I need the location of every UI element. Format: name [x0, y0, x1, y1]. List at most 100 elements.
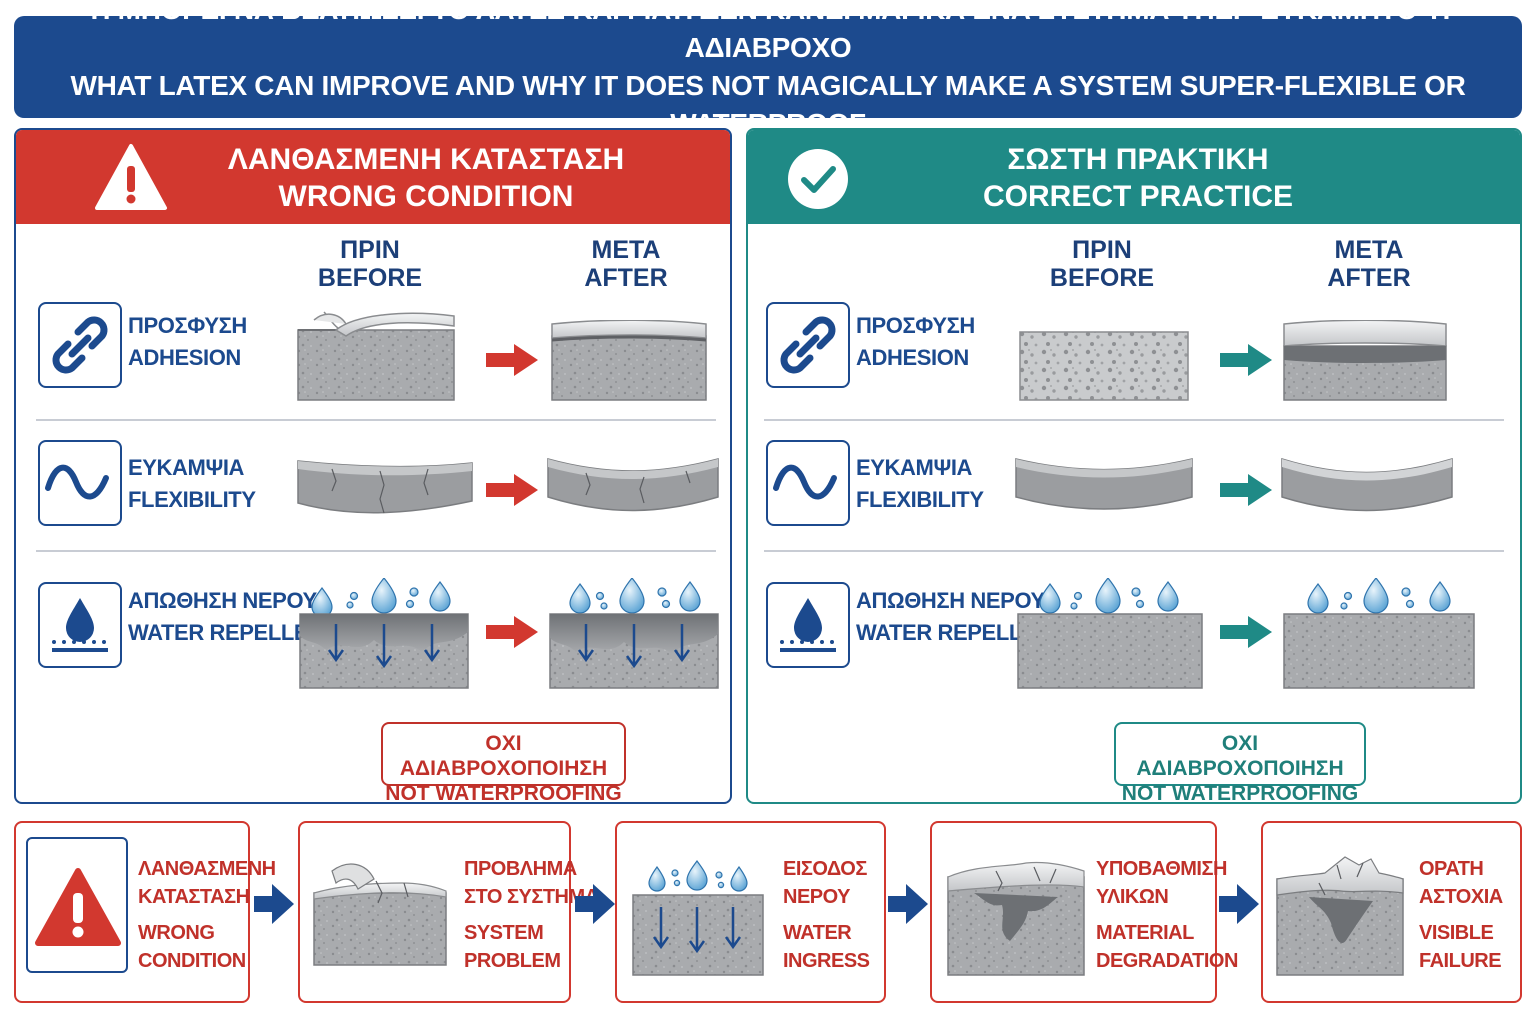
water-drop-icon	[780, 598, 836, 652]
water-repellency-icon-box	[38, 582, 122, 668]
flow-step-visible-failure: ΟΡΑΤΗ ΑΣΤΟΧΙΑ VISIBLE FAILURE	[1261, 821, 1522, 1003]
warning-triangle-icon	[95, 144, 167, 210]
flow-english-line: FAILURE	[1419, 950, 1502, 972]
flexibility-icon-box	[766, 440, 850, 526]
correct-panel-header: ΣΩΣΤΗ ΠΡΑΚΤΙΚΗ CORRECT PRACTICE	[748, 130, 1520, 224]
flow-step-water-ingress: ΕΙΣΟΔΟΣ ΝΕΡΟΥ WATER INGRESS	[615, 821, 886, 1003]
adhesion-label: ΠΡΟΣΦΥΣΗ ADHESION	[128, 310, 247, 374]
row-divider	[36, 550, 716, 552]
flow-step-wrong-condition: ΛΑΝΘΑΣΜΕΝΗ ΚΑΤΑΣΤΑΣΗ WRONG CONDITION	[14, 821, 276, 1003]
chain-link-icon	[52, 316, 108, 374]
water-repellency-icon-box	[766, 582, 850, 668]
adhesion-english: ADHESION	[856, 345, 969, 370]
flow-label-english: SYSTEM PROBLEM	[464, 919, 561, 975]
flow-greek-line: ΠΡΟΒΛΗΜΑ	[464, 858, 577, 880]
wrong-title-english: WRONG CONDITION	[278, 180, 574, 213]
wrong-title-greek: ΛΑΝΘΑΣΜΕΝΗ ΚΑΤΑΣΤΑΣΗ	[227, 143, 625, 176]
header-title-english: WHAT LATEX CAN IMPROVE AND WHY IT DOES N…	[70, 70, 1466, 139]
correct-flex-after	[1281, 457, 1453, 512]
flow-arrow-1	[254, 884, 294, 924]
not-waterproofing-badge: ΟΧΙ ΑΔΙΑΒΡΟΧΟΠΟΙΗΣΗ NOT WATERPROOFING	[1114, 722, 1366, 802]
flow-label-english: VISIBLE FAILURE	[1419, 919, 1502, 975]
wave-icon	[773, 464, 837, 500]
flow-label-greek: ΠΡΟΒΛΗΜΑ ΣΤΟ ΣΥΣΤΗΜΑ	[464, 855, 599, 911]
flow-step-material-degradation: ΥΠΟΒΑΘΜΙΣΗ ΥΛΙΚΩΝ MATERIAL DEGRADATION	[930, 821, 1238, 1003]
correct-practice-panel: ΣΩΣΤΗ ΠΡΑΚΤΙΚΗ CORRECT PRACTICE ΠΡΙΝ BEF…	[746, 128, 1522, 804]
flow-greek-line: ΝΕΡΟΥ	[783, 886, 850, 908]
correct-title-greek: ΣΩΣΤΗ ΠΡΑΚΤΙΚΗ	[1007, 143, 1269, 176]
flow-label-greek: ΥΠΟΒΑΘΜΙΣΗ ΥΛΙΚΩΝ	[1096, 855, 1227, 911]
after-column-header: ΜΕΤΑ AFTER	[1299, 236, 1439, 292]
wrong-panel-header: ΛΑΝΘΑΣΜΕΝΗ ΚΑΤΑΣΤΑΣΗ WRONG CONDITION	[16, 130, 730, 224]
peeling-surface-icon	[313, 863, 447, 966]
flow-english-line: WATER	[783, 922, 852, 944]
correct-water-after	[1283, 578, 1475, 689]
flow-english-line: CONDITION	[138, 950, 246, 972]
flow-greek-line: ΥΠΟΒΑΘΜΙΣΗ	[1096, 858, 1227, 880]
flexibility-greek: ΕΥΚΑΜΨΙΑ	[128, 455, 245, 480]
wrong-flex-after	[547, 458, 719, 512]
flexibility-english: FLEXIBILITY	[128, 487, 256, 512]
wrong-condition-panel: ΛΑΝΘΑΣΜΕΝΗ ΚΑΤΑΣΤΑΣΗ WRONG CONDITION ΠΡΙ…	[14, 128, 732, 804]
flow-english-line: SYSTEM	[464, 922, 544, 944]
wrong-adhesion-before	[297, 311, 455, 401]
flexibility-icon-box	[38, 440, 122, 526]
correct-panel-title: ΣΩΣΤΗ ΠΡΑΚΤΙΚΗ CORRECT PRACTICE	[978, 141, 1298, 215]
row-divider	[764, 550, 1504, 552]
wave-icon	[45, 464, 109, 500]
warning-triangle-icon	[35, 868, 121, 946]
correct-arrow-1	[1220, 344, 1272, 376]
flow-greek-line: ΛΑΝΘΑΣΜΕΝΗ	[138, 858, 276, 880]
flow-english-line: WRONG	[138, 922, 215, 944]
before-english: BEFORE	[1049, 264, 1155, 292]
wrong-water-before	[299, 578, 469, 689]
wrong-panel-title: ΛΑΝΘΑΣΜΕΝΗ ΚΑΤΑΣΤΑΣΗ WRONG CONDITION	[216, 141, 636, 215]
flow-label-greek: ΟΡΑΤΗ ΑΣΤΟΧΙΑ	[1419, 855, 1503, 911]
adhesion-greek: ΠΡΟΣΦΥΣΗ	[856, 313, 975, 338]
flexibility-greek: ΕΥΚΑΜΨΙΑ	[856, 455, 973, 480]
flow-greek-line: ΕΙΣΟΔΟΣ	[783, 858, 867, 880]
adhesion-english: ADHESION	[128, 345, 241, 370]
flow-label-english: WATER INGRESS	[783, 919, 870, 975]
wrong-water-after	[549, 578, 719, 689]
flow-icon-frame	[26, 837, 128, 973]
flexibility-english: FLEXIBILITY	[856, 487, 984, 512]
before-greek: ΠΡΙΝ	[1072, 236, 1132, 264]
row-divider	[764, 419, 1504, 421]
water-repellency-greek: ΑΠΩΘΗΣΗ ΝΕΡΟΥ	[856, 588, 1045, 613]
wrong-arrow-3	[486, 616, 538, 648]
after-english: AFTER	[1327, 264, 1411, 292]
after-column-header: ΜΕΤΑ AFTER	[556, 236, 696, 292]
flow-label-greek: ΕΙΣΟΔΟΣ ΝΕΡΟΥ	[783, 855, 867, 911]
after-greek: ΜΕΤΑ	[1334, 236, 1404, 264]
material-degradation-icon	[947, 861, 1085, 976]
badge-greek: ΟΧΙ ΑΔΙΑΒΡΟΧΟΠΟΙΗΣΗ	[399, 732, 608, 780]
water-ingress-icon	[632, 859, 764, 976]
flow-arrow-2	[575, 884, 615, 924]
flow-step-system-problem: ΠΡΟΒΛΗΜΑ ΣΤΟ ΣΥΣΤΗΜΑ SYSTEM PROBLEM	[298, 821, 599, 1003]
correct-arrow-2	[1220, 474, 1272, 506]
after-greek: ΜΕΤΑ	[591, 236, 661, 264]
wrong-adhesion-after	[551, 320, 707, 401]
adhesion-greek: ΠΡΟΣΦΥΣΗ	[128, 313, 247, 338]
after-english: AFTER	[584, 264, 668, 292]
water-drop-icon	[52, 598, 108, 652]
flow-label-english: MATERIAL DEGRADATION	[1096, 919, 1238, 975]
flow-greek-line: ΥΛΙΚΩΝ	[1096, 886, 1169, 908]
flexibility-label: ΕΥΚΑΜΨΙΑ FLEXIBILITY	[128, 452, 256, 516]
adhesion-label: ΠΡΟΣΦΥΣΗ ADHESION	[856, 310, 975, 374]
badge-english: NOT WATERPROOFING	[385, 782, 622, 804]
adhesion-icon-box	[766, 302, 850, 388]
correct-arrow-3	[1220, 616, 1272, 648]
correct-title-english: CORRECT PRACTICE	[982, 180, 1293, 213]
flow-arrow-3	[888, 884, 928, 924]
badge-greek: ΟΧΙ ΑΔΙΑΒΡΟΧΟΠΟΙΗΣΗ	[1136, 732, 1344, 780]
wrong-arrow-1	[486, 344, 538, 376]
before-column-header: ΠΡΙΝ BEFORE	[1032, 236, 1172, 292]
chain-link-icon	[780, 316, 836, 374]
flow-english-line: VISIBLE	[1419, 922, 1494, 944]
before-column-header: ΠΡΙΝ BEFORE	[300, 236, 440, 292]
flexibility-label: ΕΥΚΑΜΨΙΑ FLEXIBILITY	[856, 452, 984, 516]
flow-greek-line: ΟΡΑΤΗ	[1419, 858, 1484, 880]
correct-water-before	[1017, 578, 1203, 689]
